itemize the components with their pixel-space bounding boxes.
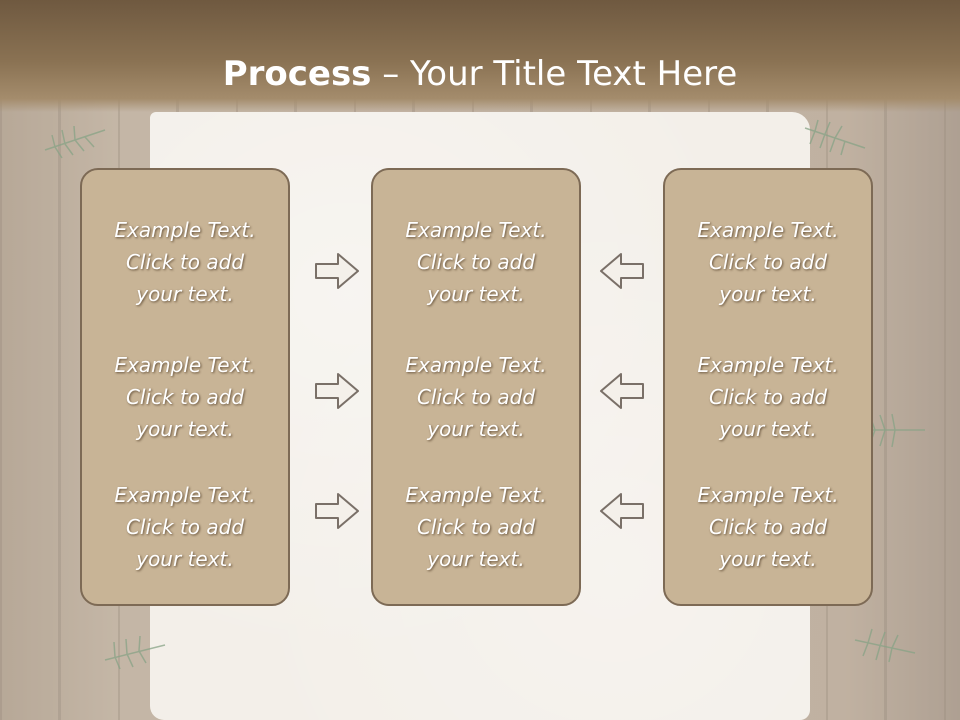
box-text[interactable]: Example Text. Click to add your text.	[405, 483, 547, 571]
box-text[interactable]: Example Text. Click to add your text.	[405, 218, 547, 306]
pine-sprig-icon	[44, 125, 106, 159]
pine-sprig-icon	[104, 635, 166, 670]
box-text[interactable]: Example Text. Click to add your text.	[697, 353, 839, 441]
arrow-right-icon	[315, 493, 359, 529]
process-box-right[interactable]: Example Text. Click to add your text. Ex…	[663, 168, 873, 606]
arrow-left-icon	[600, 493, 644, 529]
box-text[interactable]: Example Text. Click to add your text.	[114, 218, 256, 306]
pine-sprig-icon	[804, 119, 866, 156]
box-text[interactable]: Example Text. Click to add your text.	[114, 353, 256, 441]
box-text[interactable]: Example Text. Click to add your text.	[405, 353, 547, 441]
arrow-right-icon	[315, 373, 359, 409]
arrow-right-icon	[315, 253, 359, 289]
process-box-left[interactable]: Example Text. Click to add your text. Ex…	[80, 168, 290, 606]
box-text[interactable]: Example Text. Click to add your text.	[697, 218, 839, 306]
box-text[interactable]: Example Text. Click to add your text.	[697, 483, 839, 571]
process-box-middle[interactable]: Example Text. Click to add your text. Ex…	[371, 168, 581, 606]
title-rest: – Your Title Text Here	[371, 54, 738, 94]
pine-sprig-icon	[854, 628, 916, 663]
box-text[interactable]: Example Text. Click to add your text.	[114, 483, 256, 571]
arrow-left-icon	[600, 373, 644, 409]
arrow-left-icon	[600, 253, 644, 289]
title-bar: Process – Your Title Text Here	[0, 0, 960, 112]
title-bold: Process	[222, 54, 372, 94]
slide-title[interactable]: Process – Your Title Text Here	[0, 52, 960, 96]
